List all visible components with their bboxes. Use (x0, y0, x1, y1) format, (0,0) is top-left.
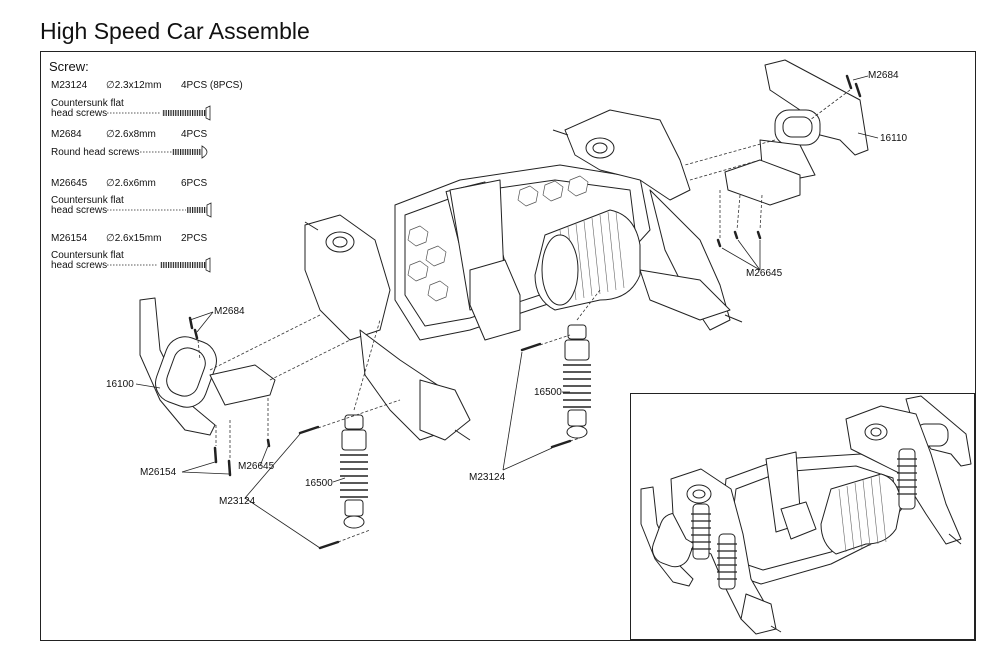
screw-code: M26154 (51, 233, 88, 244)
rear-suspension (552, 109, 743, 331)
front-suspension (304, 214, 471, 441)
chassis-tub (394, 164, 651, 341)
assembled-car-illustration (640, 395, 972, 635)
countersunk-screw-icon (160, 257, 211, 273)
callout-label: 16500 (305, 478, 333, 489)
callout-label: M2684 (214, 306, 245, 317)
screw-qty: 2PCS (181, 233, 208, 244)
callout-leaders (135, 75, 879, 549)
shock-right (563, 324, 591, 439)
motor (534, 209, 641, 311)
rear-bumper (759, 59, 869, 181)
callout-label: M26645 (238, 461, 275, 472)
screw-type-line: head screws (51, 108, 108, 119)
diagram-frame (40, 51, 976, 641)
screw-list-heading: Screw: (49, 59, 89, 74)
round-head-screw-icon (172, 145, 208, 159)
screw-code: M23124 (51, 80, 88, 91)
screw-code: M2684 (51, 129, 82, 140)
assembly-guides (197, 89, 851, 543)
screw-type-line: head screws (51, 205, 108, 216)
callout-label: M26645 (746, 268, 783, 279)
screw-type-line: head screws (51, 260, 108, 271)
screw-size: ∅2.6x15mm (106, 233, 162, 244)
page-title: High Speed Car Assemble (40, 18, 310, 44)
callout-label: M23124 (219, 496, 256, 507)
screw-type-line: Countersunk flat (51, 250, 124, 261)
callout-label: M2684 (868, 70, 899, 81)
screw-type-line: Countersunk flat (51, 98, 124, 109)
callout-label: 16100 (106, 379, 134, 390)
callout-label: 16110 (880, 133, 908, 144)
screw-size: ∅2.6x8mm (106, 129, 156, 140)
countersunk-screw-icon (187, 202, 212, 218)
screw-qty: 4PCS (181, 129, 208, 140)
screw-type-line: Round head screws (51, 147, 140, 158)
screw-size: ∅2.3x12mm (106, 80, 162, 91)
front-bumper (139, 297, 276, 436)
countersunk-screw-icon (162, 105, 211, 121)
callout-label: M26154 (140, 467, 177, 478)
receiver-box (469, 259, 521, 341)
screw-size: ∅2.6x6mm (106, 178, 156, 189)
screw-qty: 4PCS (8PCS) (181, 80, 243, 91)
screw-type-line: Countersunk flat (51, 195, 124, 206)
screw-qty: 6PCS (181, 178, 208, 189)
callout-label: M23124 (469, 472, 506, 483)
shock-left (340, 414, 368, 529)
loose-screws (188, 74, 862, 550)
screw-code: M26645 (51, 178, 88, 189)
callout-label: 16500 (534, 387, 562, 398)
assembled-view-inset (630, 393, 975, 640)
